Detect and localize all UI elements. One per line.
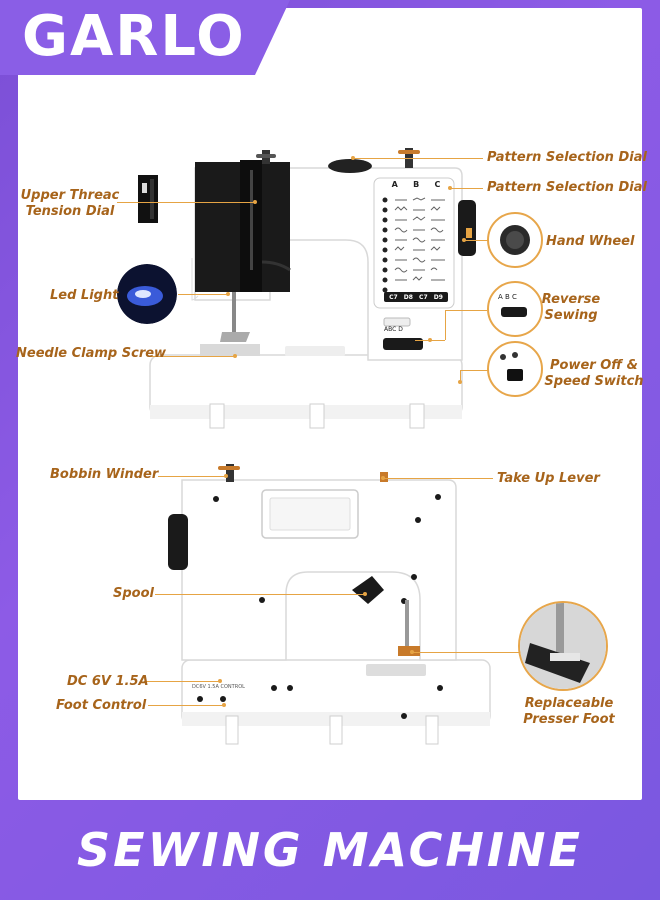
back-view-machine: DC6V 1.5A CONTROL bbox=[168, 464, 491, 745]
upper-thread-tension-dial-callout bbox=[120, 171, 176, 227]
presser-foot-label-2: Presser Foot bbox=[523, 712, 615, 727]
svg-text:A B C: A B C bbox=[498, 293, 517, 301]
presser-foot-label-1: Replaceable bbox=[524, 696, 614, 711]
stitch-panel-codes: C7 D8 C7 D9 bbox=[386, 294, 446, 301]
pattern-selection-dial-label-2: Pattern Selection Dial bbox=[487, 180, 647, 195]
brand-logo: GARLO bbox=[22, 4, 246, 69]
spool-label: Spool bbox=[113, 586, 154, 601]
bobbin-winder-label: Bobbin Winder bbox=[50, 467, 159, 482]
power-off-label-1: Power Off & bbox=[550, 358, 638, 373]
brand-tab bbox=[0, 0, 290, 75]
stitch-code-4: D9 bbox=[433, 294, 443, 301]
reverse-letters: ABC D bbox=[384, 326, 403, 333]
presser-foot-callout bbox=[518, 601, 608, 691]
stitch-column-b: B bbox=[413, 180, 420, 189]
upper-thread-tension-label-1: Upper Threac bbox=[20, 188, 120, 203]
dc-label: DC 6V 1.5A bbox=[67, 674, 149, 689]
footer-title: SEWING MACHINE bbox=[77, 823, 583, 877]
reverse-sewing-callout: A B C bbox=[487, 281, 543, 337]
stitch-code-1: C7 bbox=[389, 294, 398, 301]
power-off-label-2: Speed Switch bbox=[544, 374, 644, 389]
power-switch-callout bbox=[487, 341, 543, 397]
foot-control-label: Foot Control bbox=[56, 698, 147, 713]
svg-text:DC6V 1.5A CONTROL: DC6V 1.5A CONTROL bbox=[192, 684, 245, 690]
reverse-sewing-label-1: Reverse bbox=[541, 292, 601, 307]
upper-thread-tension-label-2: Tension Dial bbox=[25, 204, 115, 219]
stitch-panel-columns: A B C bbox=[384, 180, 448, 189]
reverse-sewing-label-2: Sewing bbox=[544, 308, 598, 323]
led-light-callout bbox=[117, 264, 177, 324]
stitch-code-2: D8 bbox=[403, 294, 413, 301]
led-light-label: Led Light bbox=[50, 288, 119, 303]
pattern-selection-dial-label-1: Pattern Selection Dial bbox=[487, 150, 647, 165]
front-view-machine bbox=[149, 148, 476, 429]
hand-wheel-label: Hand Wheel bbox=[546, 234, 635, 249]
stitch-column-c: C bbox=[434, 180, 441, 189]
stitch-code-3: C7 bbox=[419, 294, 428, 301]
take-up-lever-label: Take Up Lever bbox=[497, 471, 600, 486]
stitch-column-a: A bbox=[391, 180, 398, 189]
needle-clamp-screw-label: Needle Clamp Screw bbox=[16, 346, 167, 361]
stitch-pattern-grid bbox=[382, 197, 448, 302]
hand-wheel-callout bbox=[487, 212, 543, 268]
